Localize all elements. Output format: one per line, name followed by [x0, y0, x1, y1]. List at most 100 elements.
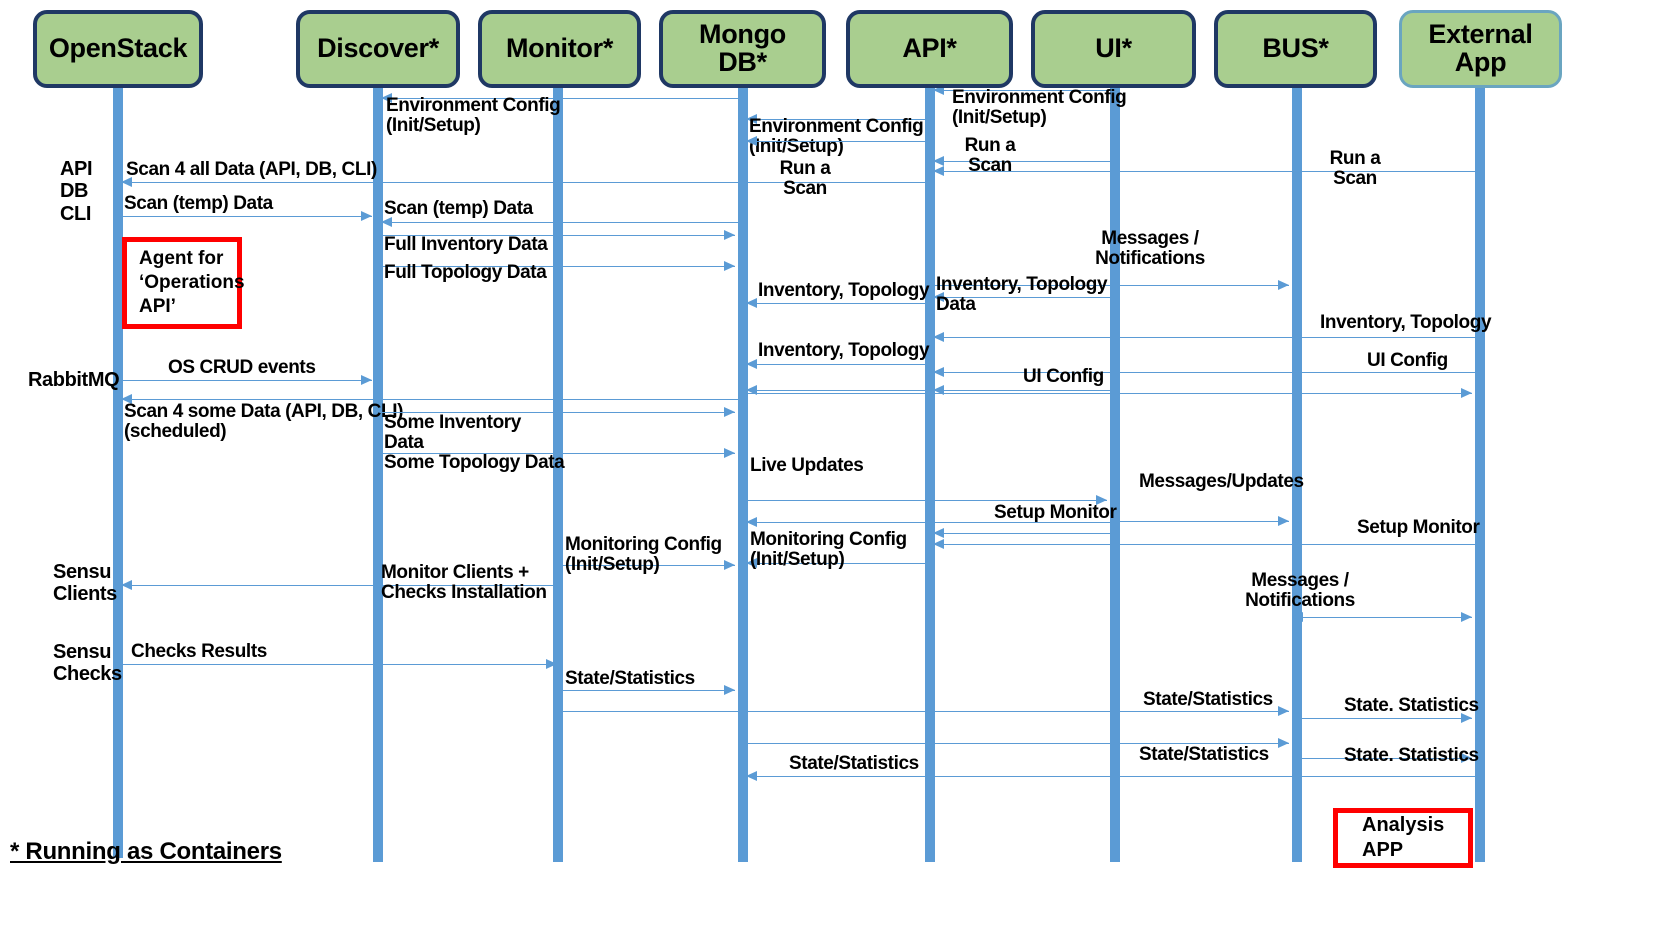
footnote-running-as-containers: * Running as Containers	[10, 838, 282, 865]
arrowhead-left-ui-config-ui-to-api	[933, 385, 944, 395]
message-label-messages-notifications-bus-ext: Messages / Notifications	[1245, 570, 1355, 612]
lifeline-ui	[1110, 88, 1120, 862]
message-label-setup-monitor-extapp-to-bus: Setup Monitor	[1357, 517, 1480, 538]
arrowhead-right-state-statistics-api-to-bus	[1278, 738, 1289, 748]
message-line-os-crud-events	[121, 380, 372, 381]
message-label-monitoring-config-mongo-api: Monitoring Config (Init/Setup)	[750, 529, 907, 571]
actor-label-mongodb: Mongo DB*	[699, 19, 786, 77]
arrowhead-left-env-config-api-to-ui	[933, 85, 944, 95]
arrowhead-left-env-config-mongo-to-monitor	[746, 114, 757, 124]
message-label-os-crud-events: OS CRUD events	[168, 357, 316, 378]
arrowhead-right-state-statistics-db-to-api	[1278, 706, 1289, 716]
arrowhead-left-run-a-scan-extapp-to-api	[933, 166, 944, 176]
message-label-monitor-clients-checks: Monitor Clients + Checks Installation	[381, 562, 547, 604]
arrowhead-right-state-statistics-bus-ext-2	[1461, 753, 1472, 763]
message-label-inventory-topology-extapp: Inventory, Topology	[1320, 312, 1492, 333]
arrowhead-right-ui-config-mongo-to-ui	[1461, 388, 1472, 398]
arrowhead-left-scan-4-some-data	[121, 394, 132, 404]
actor-box-bus[interactable]: BUS*	[1214, 10, 1377, 88]
actor-box-externalapp[interactable]: External App	[1399, 10, 1562, 88]
callout-label-agent-operations-api: Agent for ‘Operations API’	[139, 248, 245, 317]
message-line-messages-notifications-api-bus	[933, 285, 1289, 286]
message-line-scan-temp-data-os-to-discover	[121, 216, 372, 217]
arrowhead-right-state-statistics-bus-to-ext	[1461, 713, 1472, 723]
arrowhead-left-scan-4-all-data	[121, 177, 132, 187]
message-label-some-topology-data: Some Topology Data	[384, 452, 565, 473]
actor-box-ui[interactable]: UI*	[1031, 10, 1196, 88]
message-line-state-statistics-bus-to-ext	[1300, 718, 1472, 719]
message-label-scan-temp-data-os-to-discover: Scan (temp) Data	[124, 193, 273, 214]
arrowhead-right-checks-results	[546, 659, 557, 669]
message-label-env-config-api-to-ui: Environment Config (Init/Setup)	[952, 87, 1127, 129]
message-label-env-config-mongo-to-monitor: Environment Config (Init/Setup)	[749, 116, 924, 158]
message-line-checks-results	[121, 664, 557, 665]
actor-label-monitor: Monitor*	[505, 33, 614, 64]
arrowhead-left-inventory-topology-api-mongo	[746, 298, 757, 308]
message-line-setup-monitor-ui-to-api	[933, 533, 1110, 534]
message-line-run-a-scan-ui-to-api	[933, 161, 1110, 162]
actor-label-bus: BUS*	[1262, 33, 1329, 64]
message-line-env-config-mongo-to-discover	[381, 98, 738, 99]
message-label-some-inventory-data: Some Inventory Data	[384, 412, 521, 454]
arrowhead-right-full-inventory-data	[724, 230, 735, 240]
message-label-inventory-topology-api-mongo2: Inventory, Topology	[758, 340, 930, 361]
message-line-ui-config-extapp-to-ui	[933, 372, 1475, 373]
arrowhead-right-some-topology-data	[724, 448, 735, 458]
arrowhead-left-run-a-scan-ui-to-api	[933, 156, 944, 166]
message-label-state-statistics-monitor-db: State/Statistics	[565, 668, 695, 689]
message-line-messages-updates-ui-to-bus	[1118, 521, 1289, 522]
arrowhead-right-live-updates	[1096, 495, 1107, 505]
actor-box-mongodb[interactable]: Mongo DB*	[659, 10, 826, 88]
message-line-setup-monitor-extapp-to-bus	[933, 544, 1475, 545]
arrowhead-left-inventory-topology-api-mongo2	[746, 359, 757, 369]
message-label-state-statistics-api-to-bus: State/Statistics	[1139, 744, 1269, 765]
actor-box-monitor[interactable]: Monitor*	[478, 10, 641, 88]
arrowhead-left-setup-monitor-extapp-to-bus	[933, 539, 944, 549]
message-line-state-statistics-bus-ext-2	[1300, 758, 1472, 759]
actor-box-discover[interactable]: Discover*	[296, 10, 460, 88]
message-line-live-updates	[746, 500, 1107, 501]
actor-label-externalapp: External App	[1428, 19, 1533, 77]
message-line-messages-notifications-bus-ext	[1292, 617, 1472, 618]
message-line-monitoring-config-monitor-db	[561, 565, 735, 566]
arrowhead-left-messages-notifications-bus-ext	[1292, 612, 1303, 622]
actor-label-discover: Discover*	[317, 33, 439, 64]
message-label-state-statistics-bus-to-ext: State. Statistics	[1344, 695, 1479, 716]
message-line-env-config-mongo-to-monitor	[746, 119, 925, 120]
message-label-state-statistics-db-to-api: State/Statistics	[1143, 689, 1273, 710]
lifeline-openstack	[113, 88, 123, 858]
message-line-full-inventory-data	[381, 235, 735, 236]
arrowhead-left-setup-monitor-ui-to-api	[933, 528, 944, 538]
lifeline-monitor	[553, 88, 563, 862]
message-label-setup-monitor-ui-to-api: Setup Monitor	[994, 502, 1117, 523]
arrowhead-left-ui-config-extapp-to-ui	[933, 367, 944, 377]
message-label-state-statistics-bus-ext-2: State. Statistics	[1344, 745, 1479, 766]
arrowhead-right-os-crud-events	[361, 375, 372, 385]
actor-box-openstack[interactable]: OpenStack	[33, 10, 203, 88]
message-label-inventory-topology-api-mongo: Inventory, Topology	[758, 280, 930, 301]
arrowhead-right-messages-notifications-api-bus	[1278, 280, 1289, 290]
message-label-messages-notifications-api-bus: Messages / Notifications	[1095, 228, 1205, 270]
message-line-state-statistics-db-to-api	[561, 711, 1289, 712]
arrowhead-right-full-topology-data	[724, 261, 735, 271]
actor-box-api[interactable]: API*	[846, 10, 1013, 88]
message-label-env-config-mongo-to-discover: Environment Config (Init/Setup)	[386, 95, 561, 137]
arrowhead-right-scan-temp-data-os-to-discover	[361, 211, 372, 221]
arrowhead-left-ui-config-api-to-mongo	[746, 385, 757, 395]
side-label-sensu-checks: Sensu Checks	[53, 641, 122, 686]
arrowhead-right-messages-updates-ui-to-bus	[1278, 516, 1289, 526]
callout-agent-operations-api: Agent for ‘Operations API’	[122, 237, 245, 329]
lifeline-bus	[1292, 88, 1302, 862]
message-line-scan-temp-data-mongo-to-disc	[381, 222, 738, 223]
message-line-ui-config-mongo-to-ui	[746, 393, 1472, 394]
lifeline-mongodb	[738, 88, 748, 862]
arrowhead-left-state-statistics-ext-to-db	[746, 771, 757, 781]
message-label-scan-temp-data-mongo-to-disc: Scan (temp) Data	[384, 198, 533, 219]
message-label-messages-updates-ui-to-bus: Messages/Updates	[1139, 471, 1304, 492]
message-label-scan-4-some-data: Scan 4 some Data (API, DB, CLI) (schedul…	[124, 401, 404, 443]
actor-label-ui: UI*	[1095, 33, 1132, 64]
message-line-scan-4-all-data	[121, 182, 925, 183]
lifeline-externalapp	[1475, 88, 1485, 862]
side-label-sensu-clients: Sensu Clients	[53, 561, 117, 606]
